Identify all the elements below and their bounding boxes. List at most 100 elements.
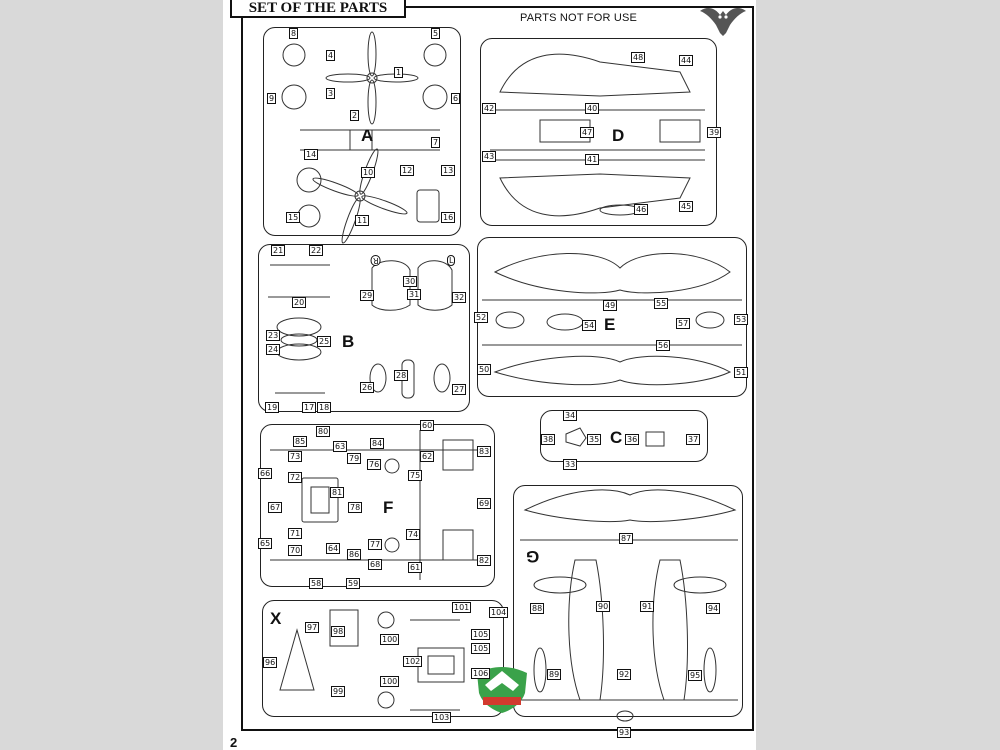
part-number: 99 bbox=[331, 686, 346, 697]
part-number: 90 bbox=[596, 601, 611, 612]
sprue-letter-g: G bbox=[526, 547, 540, 566]
part-number: 67 bbox=[268, 502, 283, 513]
part-number: 19 bbox=[265, 402, 280, 413]
part-number: 23 bbox=[266, 330, 281, 341]
part-number: 70 bbox=[288, 545, 303, 556]
part-number: 33 bbox=[563, 459, 578, 470]
sprue-e-frame bbox=[477, 237, 747, 397]
part-number: 12 bbox=[400, 165, 415, 176]
parts-not-for-use-note: PARTS NOT FOR USE bbox=[520, 12, 638, 24]
part-number: 22 bbox=[309, 245, 324, 256]
part-number: 15 bbox=[286, 212, 301, 223]
part-number: 79 bbox=[347, 453, 362, 464]
part-number: 76 bbox=[367, 459, 382, 470]
part-number: 52 bbox=[474, 312, 489, 323]
part-number: 13 bbox=[441, 165, 456, 176]
part-number: 2 bbox=[350, 110, 360, 121]
part-number: 85 bbox=[293, 436, 308, 447]
part-number: 37 bbox=[686, 434, 701, 445]
part-number: 97 bbox=[305, 622, 320, 633]
part-number: 86 bbox=[347, 549, 362, 560]
part-number: 73 bbox=[288, 451, 303, 462]
sprue-letter-a: A bbox=[361, 126, 374, 145]
part-number: 45 bbox=[679, 201, 694, 212]
part-number: 78 bbox=[348, 502, 363, 513]
part-number: 5 bbox=[431, 28, 441, 39]
part-number: 105 bbox=[471, 629, 491, 640]
part-number: 80 bbox=[316, 426, 331, 437]
part-number: 18 bbox=[317, 402, 332, 413]
part-number: 21 bbox=[271, 245, 286, 256]
part-number: 11 bbox=[355, 215, 370, 226]
part-number: 6 bbox=[451, 93, 461, 104]
part-number: 103 bbox=[432, 712, 452, 723]
part-number: 34 bbox=[563, 410, 578, 421]
part-number: 75 bbox=[408, 470, 423, 481]
part-number: 60 bbox=[420, 420, 435, 431]
part-number: 57 bbox=[676, 318, 691, 329]
part-number: 94 bbox=[706, 603, 721, 614]
part-number: 29 bbox=[360, 290, 375, 301]
part-number: 28 bbox=[394, 370, 409, 381]
part-number: 20 bbox=[292, 297, 307, 308]
part-number: 30 bbox=[403, 276, 418, 287]
part-number: 49 bbox=[603, 300, 618, 311]
part-number: 41 bbox=[585, 154, 600, 165]
part-number: 10 bbox=[361, 167, 376, 178]
part-number: 74 bbox=[406, 529, 421, 540]
propeller-part bbox=[312, 148, 408, 244]
part-number: 65 bbox=[258, 538, 273, 549]
part-number: 54 bbox=[582, 320, 597, 331]
part-number: 84 bbox=[370, 438, 385, 449]
part-number: 48 bbox=[631, 52, 646, 63]
part-number: 47 bbox=[580, 127, 595, 138]
part-number: 1 bbox=[394, 67, 404, 78]
part-number: 25 bbox=[317, 336, 332, 347]
part-number: 32 bbox=[452, 292, 467, 303]
part-number: 106 bbox=[471, 668, 491, 679]
part-number: 14 bbox=[304, 149, 319, 160]
part-number: 87 bbox=[619, 533, 634, 544]
part-number: 51 bbox=[734, 367, 749, 378]
page-frame bbox=[241, 6, 754, 731]
part-number: 53 bbox=[734, 314, 749, 325]
sprue-letter-x: X bbox=[270, 609, 282, 628]
sprue-b-mark-l: L bbox=[447, 255, 456, 266]
part-number: 66 bbox=[258, 468, 273, 479]
part-number: 36 bbox=[625, 434, 640, 445]
part-number: 58 bbox=[309, 578, 324, 589]
part-number: 102 bbox=[403, 656, 423, 667]
part-number: 71 bbox=[288, 528, 303, 539]
sprue-letter-e: E bbox=[604, 315, 616, 334]
part-number: 44 bbox=[679, 55, 694, 66]
owl-logo-icon bbox=[700, 8, 746, 36]
page-number: 2 bbox=[230, 735, 238, 750]
sprue-a-frame bbox=[263, 27, 461, 236]
part-number: 26 bbox=[360, 382, 375, 393]
part-number: 17 bbox=[302, 402, 317, 413]
part-number: 50 bbox=[477, 364, 492, 375]
part-number: 69 bbox=[477, 498, 492, 509]
sprue-d-frame bbox=[480, 38, 717, 226]
part-number: 91 bbox=[640, 601, 655, 612]
part-number: 95 bbox=[688, 670, 703, 681]
part-number: 9 bbox=[267, 93, 277, 104]
page-title: SET OF THE PARTS bbox=[230, 0, 406, 18]
sprue-letter-c: C bbox=[610, 428, 623, 447]
part-number: 93 bbox=[617, 727, 632, 738]
part-number: 64 bbox=[326, 543, 341, 554]
part-number: 104 bbox=[489, 607, 509, 618]
part-number: 24 bbox=[266, 344, 281, 355]
part-number: 31 bbox=[407, 289, 422, 300]
sprue-b-mark-r: R bbox=[371, 255, 381, 266]
sprue-letter-f: F bbox=[383, 498, 394, 517]
part-number: 88 bbox=[530, 603, 545, 614]
part-number: 3 bbox=[326, 88, 336, 99]
part-number: 16 bbox=[441, 212, 456, 223]
part-number: 55 bbox=[654, 298, 669, 309]
part-number: 38 bbox=[541, 434, 556, 445]
part-number: 98 bbox=[331, 626, 346, 637]
part-number: 42 bbox=[482, 103, 497, 114]
part-number: 62 bbox=[420, 451, 435, 462]
